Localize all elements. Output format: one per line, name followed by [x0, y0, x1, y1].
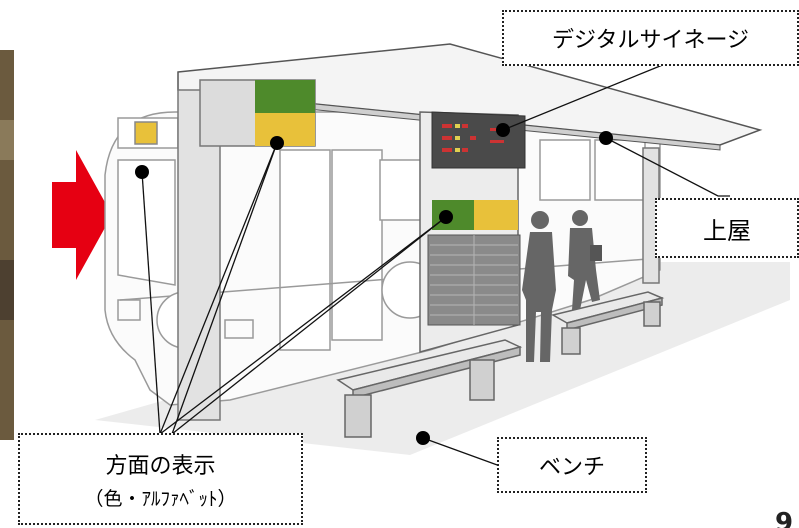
signage-tower — [419, 111, 526, 353]
direction-board-yellow — [255, 113, 315, 146]
leader-lines — [141, 63, 730, 467]
callout-digital-signage-label: デジタルサイネージ — [551, 28, 750, 53]
left-support — [177, 79, 316, 421]
direction-board-green — [255, 80, 315, 113]
bench — [336, 339, 523, 438]
signage-direction-yellow — [474, 200, 518, 230]
signage-direction-green — [432, 200, 474, 230]
callout-digital-signage: デジタルサイネージ — [502, 10, 799, 66]
person-silhouette-icon — [568, 210, 602, 310]
callout-direction-display: 方面の表示 （色・ｱﾙﾌｧﾍﾞｯﾄ） — [18, 433, 303, 525]
bus — [104, 111, 661, 406]
right-arrow-icon — [52, 150, 112, 280]
callout-roof-label: 上屋 — [703, 216, 751, 245]
bench — [550, 291, 665, 355]
page-number: 9 — [775, 508, 794, 528]
callout-roof: 上屋 — [655, 198, 799, 258]
callout-direction-subtitle: （色・ｱﾙﾌｧﾍﾞｯﾄ） — [84, 487, 237, 510]
photo-strip — [0, 50, 14, 440]
callout-direction-title: 方面の表示 — [105, 453, 216, 479]
callout-bench-label: ベンチ — [538, 455, 605, 480]
marker-dots — [135, 123, 613, 445]
bus-destination-sign — [134, 121, 158, 145]
callout-bench: ベンチ — [497, 437, 647, 493]
person-silhouette-icon — [522, 211, 556, 362]
